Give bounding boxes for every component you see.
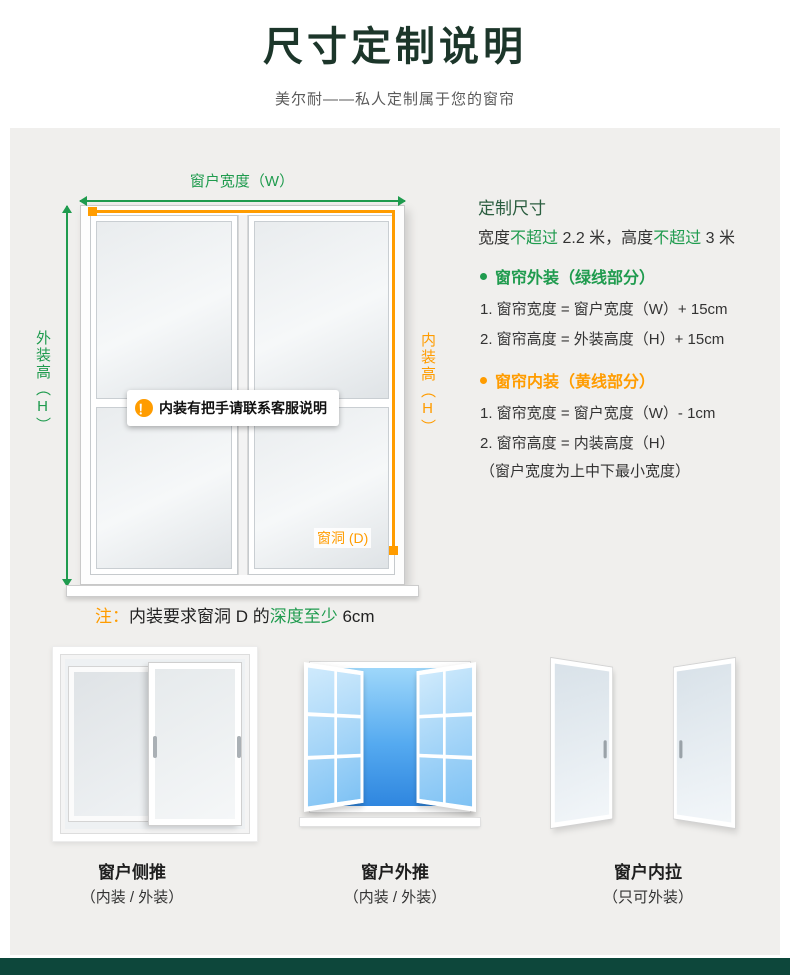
outer-formula-height: 2. 窗帘高度 = 外装高度（H）+ 15cm [480,331,725,348]
glass-pane [253,221,389,399]
window-type-name: 窗户内拉 [614,863,682,882]
inner-line-end-cap [389,546,398,555]
exclamation-icon: ！ [135,399,153,417]
outer-formula-width: 1. 窗帘宽度 = 窗户宽度（W）+ 15cm [480,301,728,318]
window-type-mounts: （内装 / 外装） [80,889,184,906]
window-handle-icon [679,740,683,759]
slide-window-back-panel [68,666,158,822]
window-hole-label: 窗洞 (D) [314,528,372,548]
size-limit-line: 宽度不超过 2.2 米，高度不超过 3 米 [478,224,735,248]
inner-formula-height: 2. 窗帘高度 = 内装高度（H） [480,435,675,452]
page-title: 尺寸定制说明 [263,25,527,69]
outer-height-label: 外装高（H） [34,330,51,434]
inner-height-label: 内装高（H） [419,332,436,436]
outward-window-frame [304,661,476,813]
outward-window-sill [299,816,481,827]
note-prefix: 注： [95,607,129,626]
muntin-bar [334,671,338,803]
inner-formula-note: （窗户宽度为上中下最小宽度） [480,463,691,480]
window-handle-icon [153,735,157,758]
orange-dot-icon [480,376,487,384]
window-width-label: 窗户宽度（W） [189,173,295,190]
outer-mount-title: 窗帘外装（绿线部分） [495,270,656,287]
inward-left-sash [550,657,613,829]
window-handle-icon [603,740,607,759]
limit-seg: 2.2 米， [558,230,622,247]
outer-mount-section-header: 窗帘外装（绿线部分） [480,264,655,288]
slide-window-front-panel [148,662,242,826]
window-type-inward-illustration [545,648,741,842]
window-type-name: 窗户外推 [361,863,429,882]
window-type-mounts: （只可外装） [602,889,693,906]
limit-seg-green: 不超过 [510,230,559,247]
window-sill [66,585,419,597]
glass-pane [96,221,232,399]
window-type-slide-illustration [52,646,258,842]
handle-notice-callout: ！ 内装有把手请联系客服说明 [127,390,339,426]
outward-right-sash [416,662,476,812]
muntin-bar [442,671,446,803]
outer-height-measure-arrow [62,205,72,587]
note-suffix: 6cm [337,607,375,626]
limit-seg: 宽度 [478,230,511,247]
depth-note: 注：内装要求窗洞 D 的深度至少 6cm [95,602,375,627]
width-measure-arrow [79,196,406,206]
inner-mount-line-right [392,210,395,550]
slide-window-frame [60,654,250,834]
glass-pane [96,407,232,569]
window-handle-icon [237,735,241,758]
green-dot-icon [480,272,487,280]
window-type-outward-illustration [299,652,481,842]
outward-left-sash [304,662,364,812]
inner-mount-title: 窗帘内装（黄线部分） [495,374,656,391]
note-highlight: 深度至少 [269,607,338,626]
window-type-name: 窗户侧推 [98,863,166,882]
limit-seg-green: 不超过 [653,230,702,247]
inner-mount-section-header: 窗帘内装（黄线部分） [480,368,655,392]
inner-mount-line-top [95,210,395,213]
footer-bar [0,958,790,975]
handle-notice-text: 内装有把手请联系客服说明 [159,400,327,416]
limit-seg: 3 米 [701,230,735,247]
muntin-bar [419,754,473,761]
window-type-mounts: （内装 / 外装） [343,889,447,906]
inner-line-start-cap [88,207,97,216]
page-subtitle: 美尔耐——私人定制属于您的窗帘 [274,91,515,108]
note-body: 内装要求窗洞 D 的 [129,607,270,626]
inward-right-sash [673,657,736,829]
limit-seg: 高度 [621,230,654,247]
spec-heading: 定制尺寸 [478,199,546,218]
window-inner [90,215,395,575]
muntin-bar [419,711,473,719]
inner-formula-width: 1. 窗帘宽度 = 窗户宽度（W）- 1cm [480,405,716,422]
